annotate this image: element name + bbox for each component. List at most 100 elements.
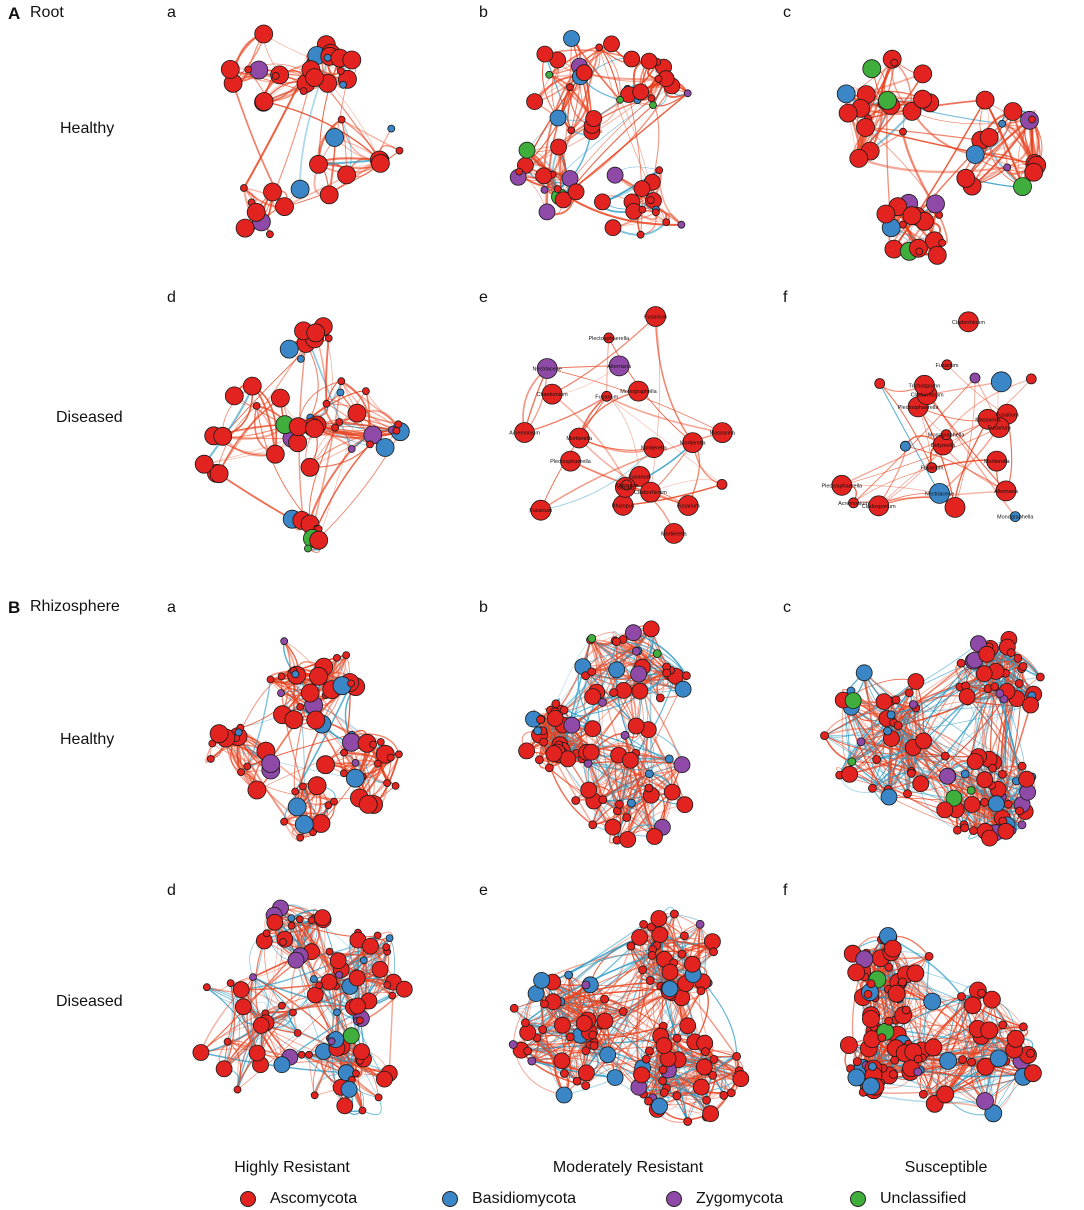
positive-edge [654,316,694,444]
taxon-label: Mortierella [680,441,707,447]
taxon-node [533,726,543,736]
taxon-node [296,355,305,363]
taxon-node [244,65,253,74]
taxon-node [300,457,320,477]
taxon-node [261,754,281,774]
taxon-node [337,377,346,386]
taxon-node [612,637,621,647]
legend: Ascomycota Basidiomycota Zygomycota Uncl… [230,1188,1030,1210]
positive-edge [853,467,932,504]
taxon-node [719,1090,729,1100]
taxon-node [580,781,598,799]
network-nodes [840,927,1042,1123]
taxon-node [658,1065,668,1075]
taxon-node [290,179,310,199]
taxon-node [939,1051,958,1070]
taxon-node [202,983,211,992]
taxon-node [242,376,262,396]
taxon-node [924,952,934,961]
taxon-node [262,929,271,938]
positive-edge [911,111,1030,125]
taxon-node [540,185,549,194]
row-label-root-diseased: Diseased [56,409,123,426]
taxon-node [615,682,633,699]
taxon-node [627,717,645,735]
taxon-node [234,998,252,1016]
panel-letter: a [167,599,176,616]
taxon-node [254,92,274,111]
taxon-node [632,83,650,101]
taxon-label: Cladorrhinum [634,490,667,496]
taxon-node [674,680,692,698]
taxon-label: Plectosphaerella [898,405,940,411]
taxon-node [616,95,625,104]
taxon-node [838,103,858,123]
network-nodes [192,899,413,1115]
taxon-node [320,973,338,991]
taxon-node [621,751,639,769]
taxon-node [280,637,289,646]
taxon-node [541,383,563,405]
taxon-node [559,705,569,715]
taxon-node [863,989,873,999]
row-label-rhizo-healthy: Healthy [60,731,115,748]
negative-edge [252,976,299,1034]
taxon-node [306,323,326,343]
positive-edge [955,639,1010,810]
network-nodes [220,24,404,239]
column-label-moderately-resistant: Moderately Resistant [552,1159,704,1176]
positive-edge [552,365,620,395]
taxon-node [655,166,664,175]
positive-edge [239,727,335,803]
taxon-node [998,119,1007,128]
taxon-node [887,984,906,1003]
taxon-label: Monographella [928,433,965,439]
positive-edge [650,316,661,493]
taxon-node [291,670,300,679]
taxon-node [966,785,976,795]
taxon-node [913,64,933,84]
positive-edge [318,57,341,163]
taxon-node [940,429,952,441]
taxon-node [325,128,345,147]
taxon-node [340,1080,358,1098]
taxon-node [702,1105,720,1123]
taxon-node [732,1051,742,1061]
taxon-node [599,1046,617,1064]
negative-edge [552,936,640,983]
row-label-root-healthy: Healthy [60,120,115,137]
taxon-node [606,166,624,184]
panel-letter: c [783,4,791,21]
taxon-node [395,146,404,155]
taxon-node [337,115,346,124]
taxon-node [915,247,924,256]
positive-edge [878,419,989,507]
taxon-node [226,979,235,987]
taxon-node [862,1010,880,1028]
taxon-node [387,124,396,133]
taxon-node [327,1037,336,1046]
taxon-node [1024,162,1044,182]
taxon-node [565,1032,575,1042]
positive-edge [551,316,657,395]
taxon-label: Chaetomium [537,392,569,398]
taxon-node [927,245,947,265]
taxon-node [337,165,357,185]
taxon-node [1023,1064,1042,1083]
negative-edge [902,981,1004,1026]
taxon-node [287,797,307,817]
taxon-node [601,390,613,402]
taxon-node [581,1046,591,1056]
taxon-node [641,1054,651,1064]
panel-letter: e [479,882,488,899]
taxon-node [890,58,899,67]
taxon-node [669,909,679,919]
taxon-node [545,745,563,763]
taxon-node [247,780,267,800]
taxon-node [995,480,1017,502]
taxon-node [899,127,907,136]
taxon-node [530,499,552,521]
taxon-label: Fusarium [529,508,552,514]
taxon-node [990,371,1012,393]
taxon-node [969,826,978,836]
